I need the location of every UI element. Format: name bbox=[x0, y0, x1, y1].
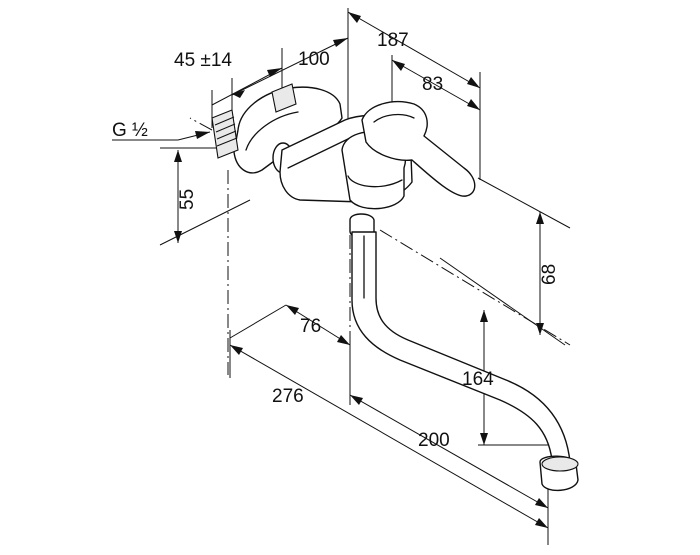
dim-label-200: 200 bbox=[418, 430, 450, 451]
dim-line-200 bbox=[349, 394, 549, 509]
dim-label-g: G ½ bbox=[112, 120, 148, 141]
dimension-labels: 187 83 45 ±14 100 G ½ 55 68 76 164 276 2… bbox=[112, 30, 560, 451]
dim-label-276: 276 bbox=[272, 386, 304, 407]
dim-line-83 bbox=[391, 59, 481, 111]
dim-label-45: 45 ±14 bbox=[174, 50, 232, 71]
inlet-axis-centerline bbox=[189, 117, 213, 131]
dim-line-276 bbox=[229, 344, 549, 529]
dimension-lines bbox=[112, 11, 549, 529]
centerlines bbox=[189, 117, 571, 405]
swivel-spout bbox=[351, 231, 571, 463]
dim-label-55: 55 bbox=[177, 189, 198, 210]
dim-label-100: 100 bbox=[298, 49, 330, 70]
dim-label-187: 187 bbox=[377, 30, 409, 51]
lever-handle bbox=[361, 101, 476, 197]
dim-label-68: 68 bbox=[539, 264, 560, 285]
aerator bbox=[539, 455, 579, 491]
extension-lines bbox=[159, 8, 571, 545]
threaded-connector bbox=[211, 83, 297, 159]
dim-line-100 bbox=[231, 37, 349, 96]
dim-label-76: 76 bbox=[300, 316, 321, 337]
dim-label-83: 83 bbox=[422, 74, 443, 95]
dim-line-187 bbox=[347, 11, 481, 89]
dim-label-164: 164 bbox=[462, 369, 494, 390]
horizontal-projection-line bbox=[379, 229, 571, 346]
